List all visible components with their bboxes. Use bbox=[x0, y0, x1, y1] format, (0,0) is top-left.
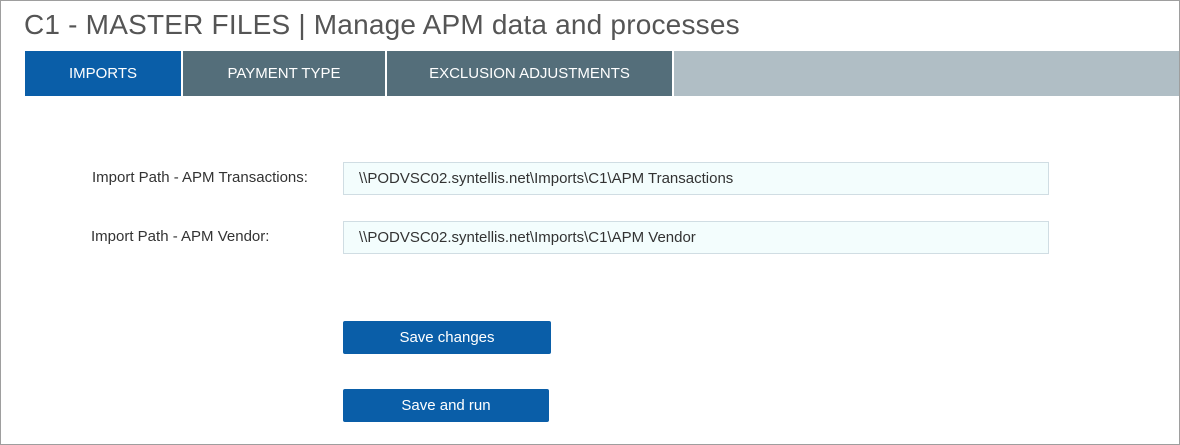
tab-exclusion-adjustments[interactable]: EXCLUSION ADJUSTMENTS bbox=[385, 51, 674, 96]
tab-bar: IMPORTS PAYMENT TYPE EXCLUSION ADJUSTMEN… bbox=[25, 51, 1179, 96]
vendor-path-label: Import Path - APM Vendor: bbox=[91, 228, 270, 245]
save-changes-button[interactable]: Save changes bbox=[343, 321, 551, 354]
save-and-run-button[interactable]: Save and run bbox=[343, 389, 549, 422]
vendor-path-input[interactable] bbox=[343, 221, 1049, 254]
transactions-path-input[interactable] bbox=[343, 162, 1049, 195]
transactions-path-label: Import Path - APM Transactions: bbox=[92, 169, 308, 186]
page-title: C1 - MASTER FILES | Manage APM data and … bbox=[24, 9, 740, 40]
tab-payment-type[interactable]: PAYMENT TYPE bbox=[181, 51, 385, 96]
tab-imports[interactable]: IMPORTS bbox=[25, 51, 181, 96]
